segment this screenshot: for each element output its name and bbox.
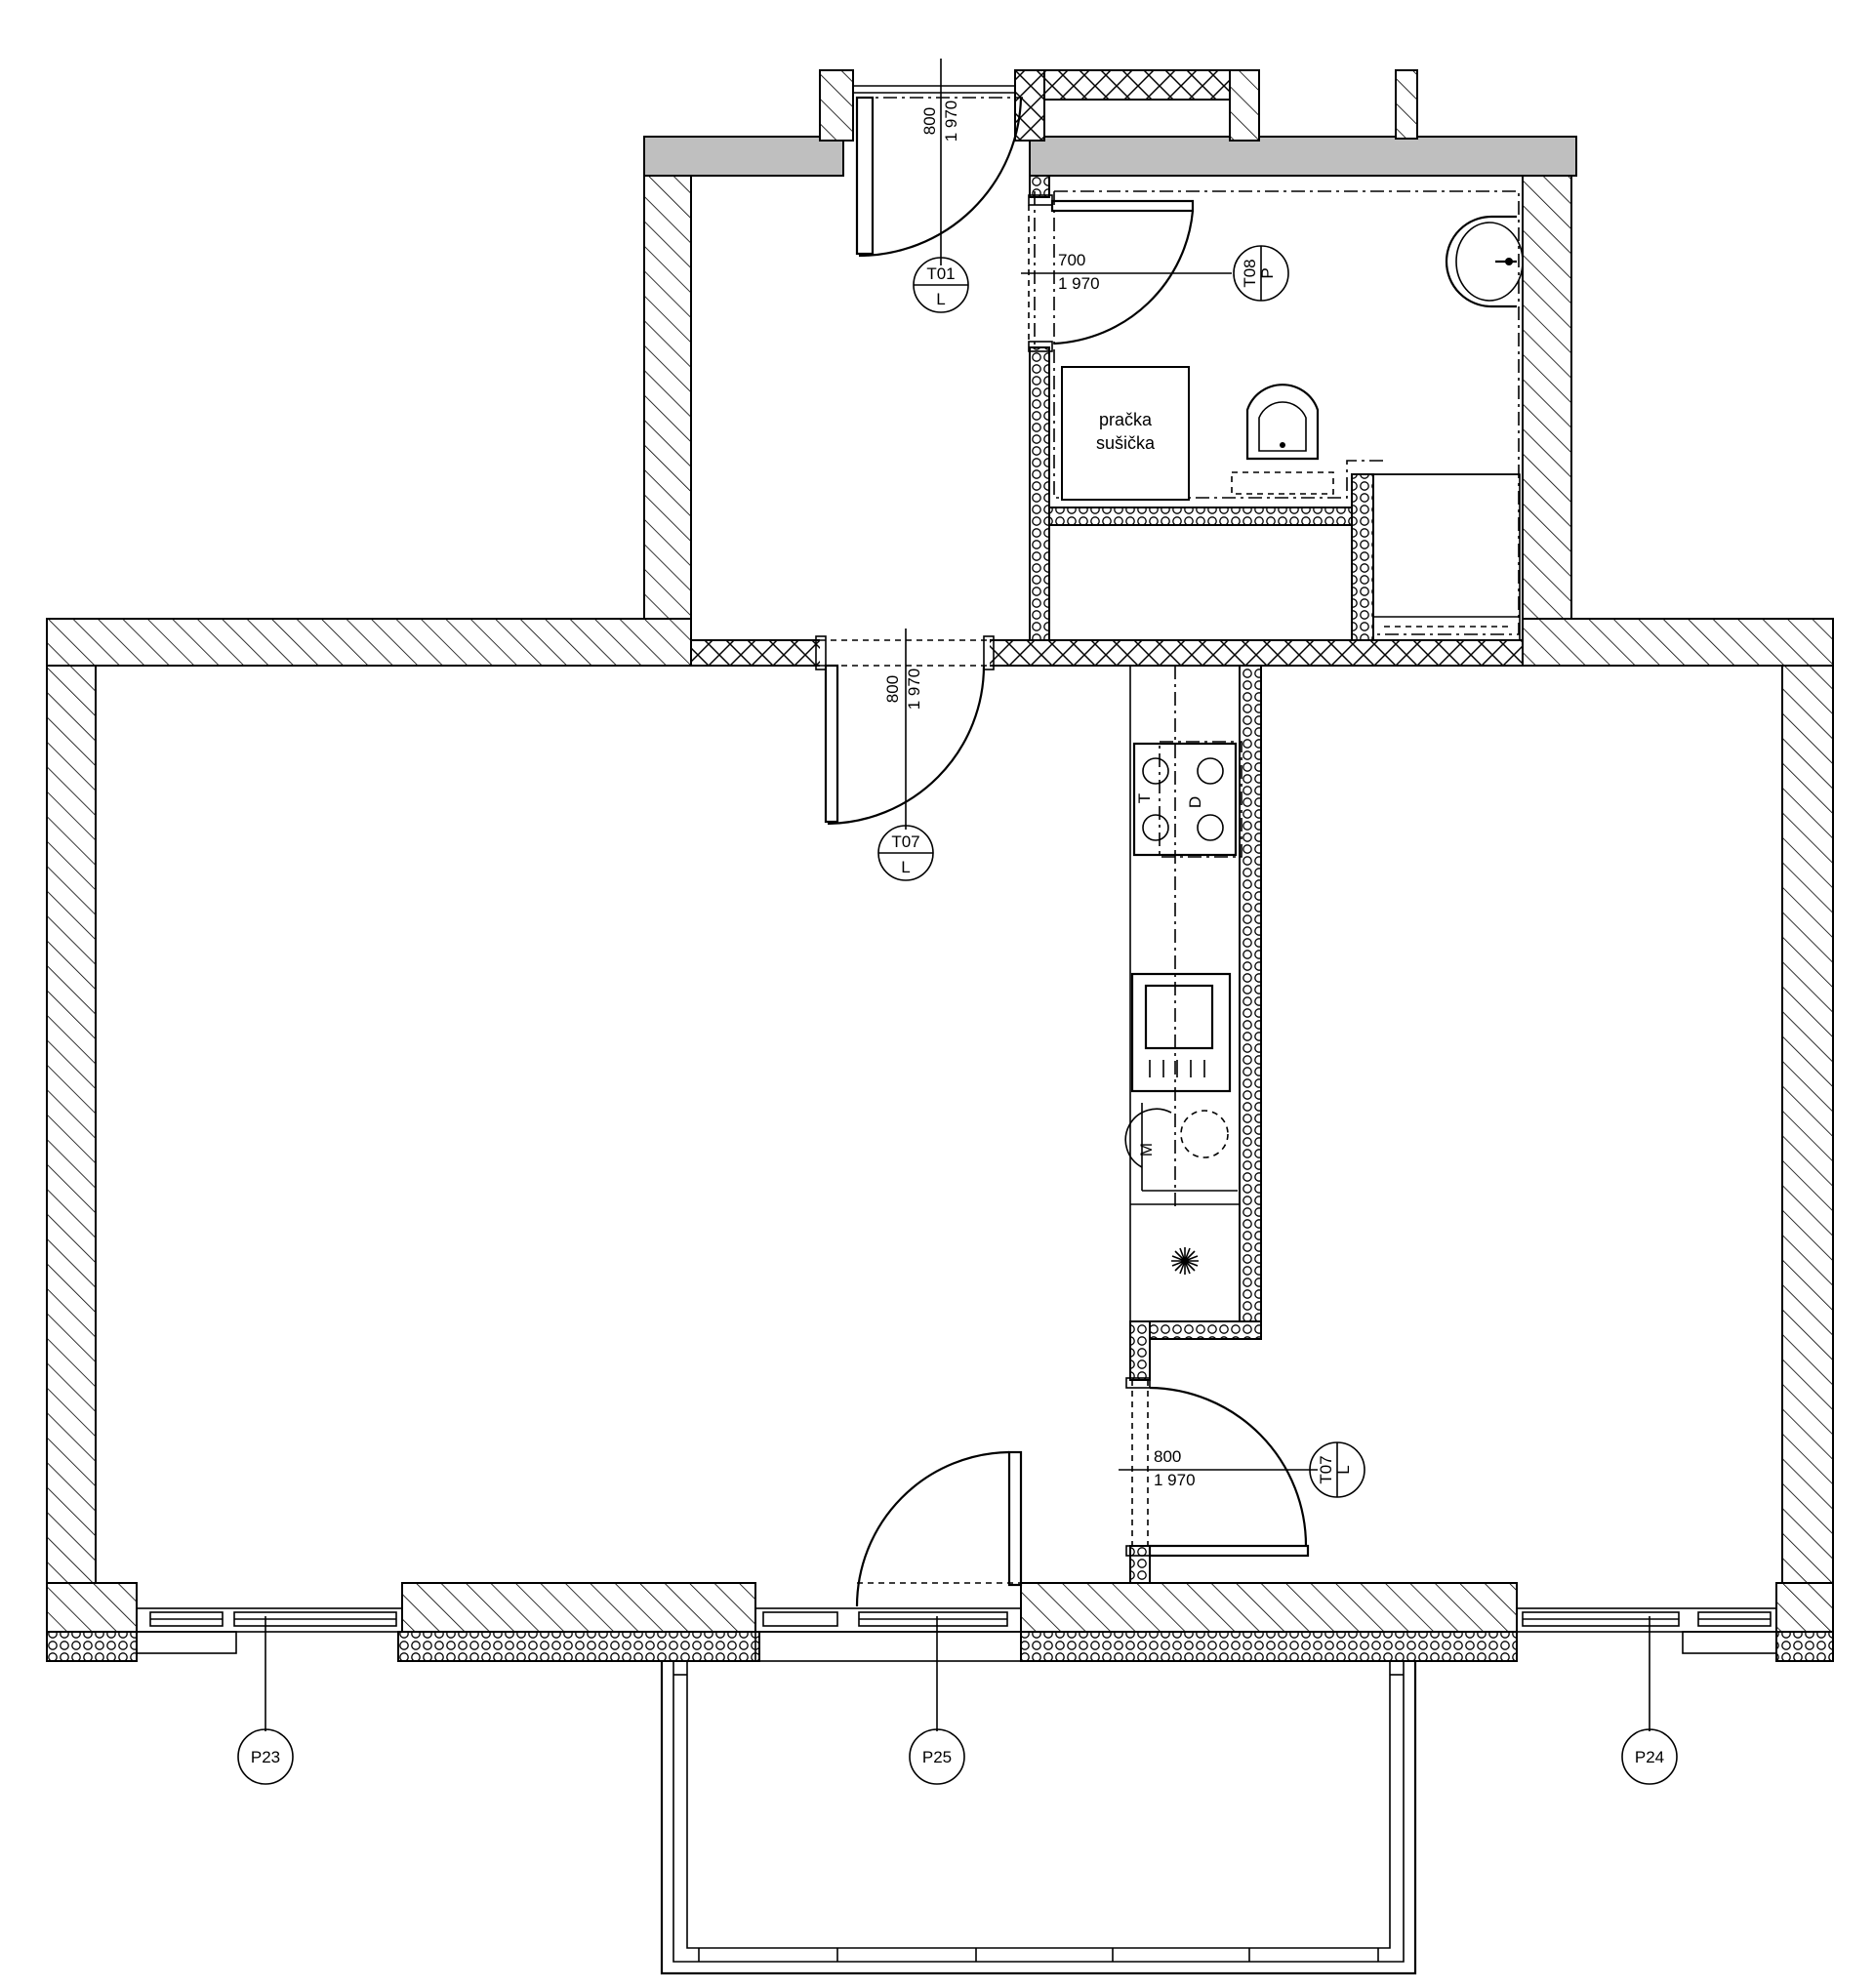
main-top-wall-right bbox=[1522, 618, 1834, 667]
washer-dryer bbox=[1061, 366, 1190, 501]
window-p25-tag: P25 bbox=[922, 1748, 952, 1766]
door-t07-hall-side: L bbox=[901, 858, 910, 876]
toilet bbox=[1231, 384, 1334, 495]
top-pier-block bbox=[1043, 69, 1260, 101]
main-left-wall bbox=[46, 665, 97, 1584]
bathroom-inner-wall-horizontal bbox=[1048, 507, 1353, 526]
door-t07-kitchen: 800 1 970 T07 L bbox=[1119, 1377, 1365, 1558]
upper-right-wall bbox=[1522, 175, 1572, 665]
facade-insulation-mid-right bbox=[1020, 1631, 1518, 1662]
door-t08-height: 1 970 bbox=[1058, 274, 1100, 293]
dishwasher-mark: M bbox=[1137, 1143, 1156, 1156]
balcony-door-swing bbox=[855, 1450, 1023, 1607]
facade-insulation-mid-left bbox=[397, 1631, 760, 1662]
door-t07-kitchen-tag: T07 bbox=[1317, 1455, 1335, 1483]
door-t07-hall: 800 1 970 T07 L bbox=[815, 629, 995, 881]
main-top-wall-left bbox=[46, 618, 692, 667]
door-t08-size: 700 bbox=[1058, 251, 1085, 269]
top-pier-far-right bbox=[1395, 69, 1418, 140]
main-right-wall bbox=[1781, 665, 1834, 1584]
door-t07-hall-tag: T07 bbox=[891, 832, 919, 851]
facade-insulation-left bbox=[46, 1631, 138, 1662]
kitchen-partition-bottom bbox=[1129, 1545, 1151, 1586]
hob-mark-left: T bbox=[1135, 793, 1154, 803]
door-t08: 700 1 970 T08 P bbox=[1021, 194, 1289, 352]
window-p24: P24 bbox=[1621, 1616, 1678, 1785]
laundry-label-line2: sušička bbox=[1096, 433, 1156, 453]
dishwasher: M bbox=[1124, 1103, 1238, 1192]
top-pier-right bbox=[1229, 69, 1260, 142]
hob-mark-right: D bbox=[1186, 796, 1204, 808]
window-p23: P23 bbox=[237, 1616, 294, 1785]
top-slab-left bbox=[643, 136, 844, 177]
door-t01-height: 1 970 bbox=[942, 101, 960, 142]
kitchen-partition-wall bbox=[1239, 665, 1262, 1340]
ventilation-icon bbox=[1171, 1247, 1199, 1275]
oven bbox=[1130, 972, 1232, 1093]
window-p24-frame bbox=[1516, 1607, 1777, 1654]
bathroom-inner-wall-vertical bbox=[1351, 473, 1374, 641]
window-p23-tag: P23 bbox=[251, 1748, 280, 1766]
window-p25: P25 bbox=[909, 1616, 965, 1785]
laundry-label-line1: pračka bbox=[1099, 410, 1153, 429]
door-t08-side: P bbox=[1258, 267, 1277, 278]
kitchen-partition-lower bbox=[1129, 1320, 1151, 1381]
door-t07-kitchen-side: L bbox=[1334, 1465, 1353, 1474]
top-pier-mid bbox=[1014, 69, 1045, 142]
top-slab-right bbox=[1029, 136, 1577, 177]
window-p25-frame bbox=[754, 1607, 1022, 1662]
bathroom-left-wall-top bbox=[1029, 175, 1050, 198]
door-t01-side: L bbox=[936, 290, 945, 308]
top-pier-left bbox=[819, 69, 854, 142]
shower-tray bbox=[1373, 616, 1520, 628]
bottom-wall-mid-right bbox=[1020, 1582, 1518, 1633]
bathroom-left-wall bbox=[1029, 346, 1050, 641]
balcony bbox=[660, 1661, 1417, 1975]
door-t07-kitchen-size: 800 bbox=[1154, 1447, 1181, 1466]
door-t01: 800 1 970 T01 L bbox=[855, 59, 1023, 313]
washbasin bbox=[1445, 215, 1524, 308]
window-p24-tag: P24 bbox=[1635, 1748, 1664, 1766]
facade-insulation-right bbox=[1775, 1631, 1834, 1662]
upper-left-wall bbox=[643, 175, 692, 665]
bottom-wall-mid-left bbox=[401, 1582, 756, 1633]
door-t01-tag: T01 bbox=[926, 264, 955, 283]
door-t01-size: 800 bbox=[920, 107, 939, 135]
window-p23-frame bbox=[136, 1607, 403, 1654]
cooktop: T D bbox=[1132, 741, 1243, 858]
door-t08-tag: T08 bbox=[1241, 259, 1259, 287]
door-t07-hall-height: 1 970 bbox=[905, 669, 923, 710]
kitchen-counter bbox=[1129, 666, 1241, 1321]
door-t07-hall-size: 800 bbox=[883, 675, 902, 703]
bottom-wall-left bbox=[46, 1582, 138, 1633]
door-t07-kitchen-height: 1 970 bbox=[1154, 1471, 1196, 1489]
bottom-wall-right bbox=[1775, 1582, 1834, 1633]
